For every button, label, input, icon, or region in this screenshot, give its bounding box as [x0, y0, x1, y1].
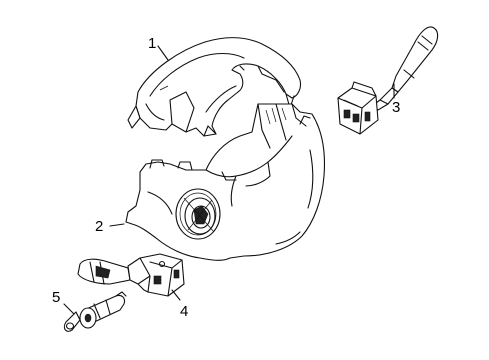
lock-cylinder[interactable]	[63, 291, 127, 332]
callout-leaders	[63, 45, 395, 315]
callout-3: 3	[392, 99, 400, 116]
combination-switch-stalk[interactable]	[337, 26, 439, 135]
upper-column-shroud[interactable]	[127, 37, 302, 137]
ignition-switch[interactable]	[77, 253, 185, 297]
callout-2: 2	[95, 218, 103, 235]
callout-5: 5	[52, 289, 60, 306]
callout-1: 1	[148, 35, 156, 52]
callout-4: 4	[180, 303, 188, 320]
lower-column-shroud[interactable]	[125, 103, 325, 261]
